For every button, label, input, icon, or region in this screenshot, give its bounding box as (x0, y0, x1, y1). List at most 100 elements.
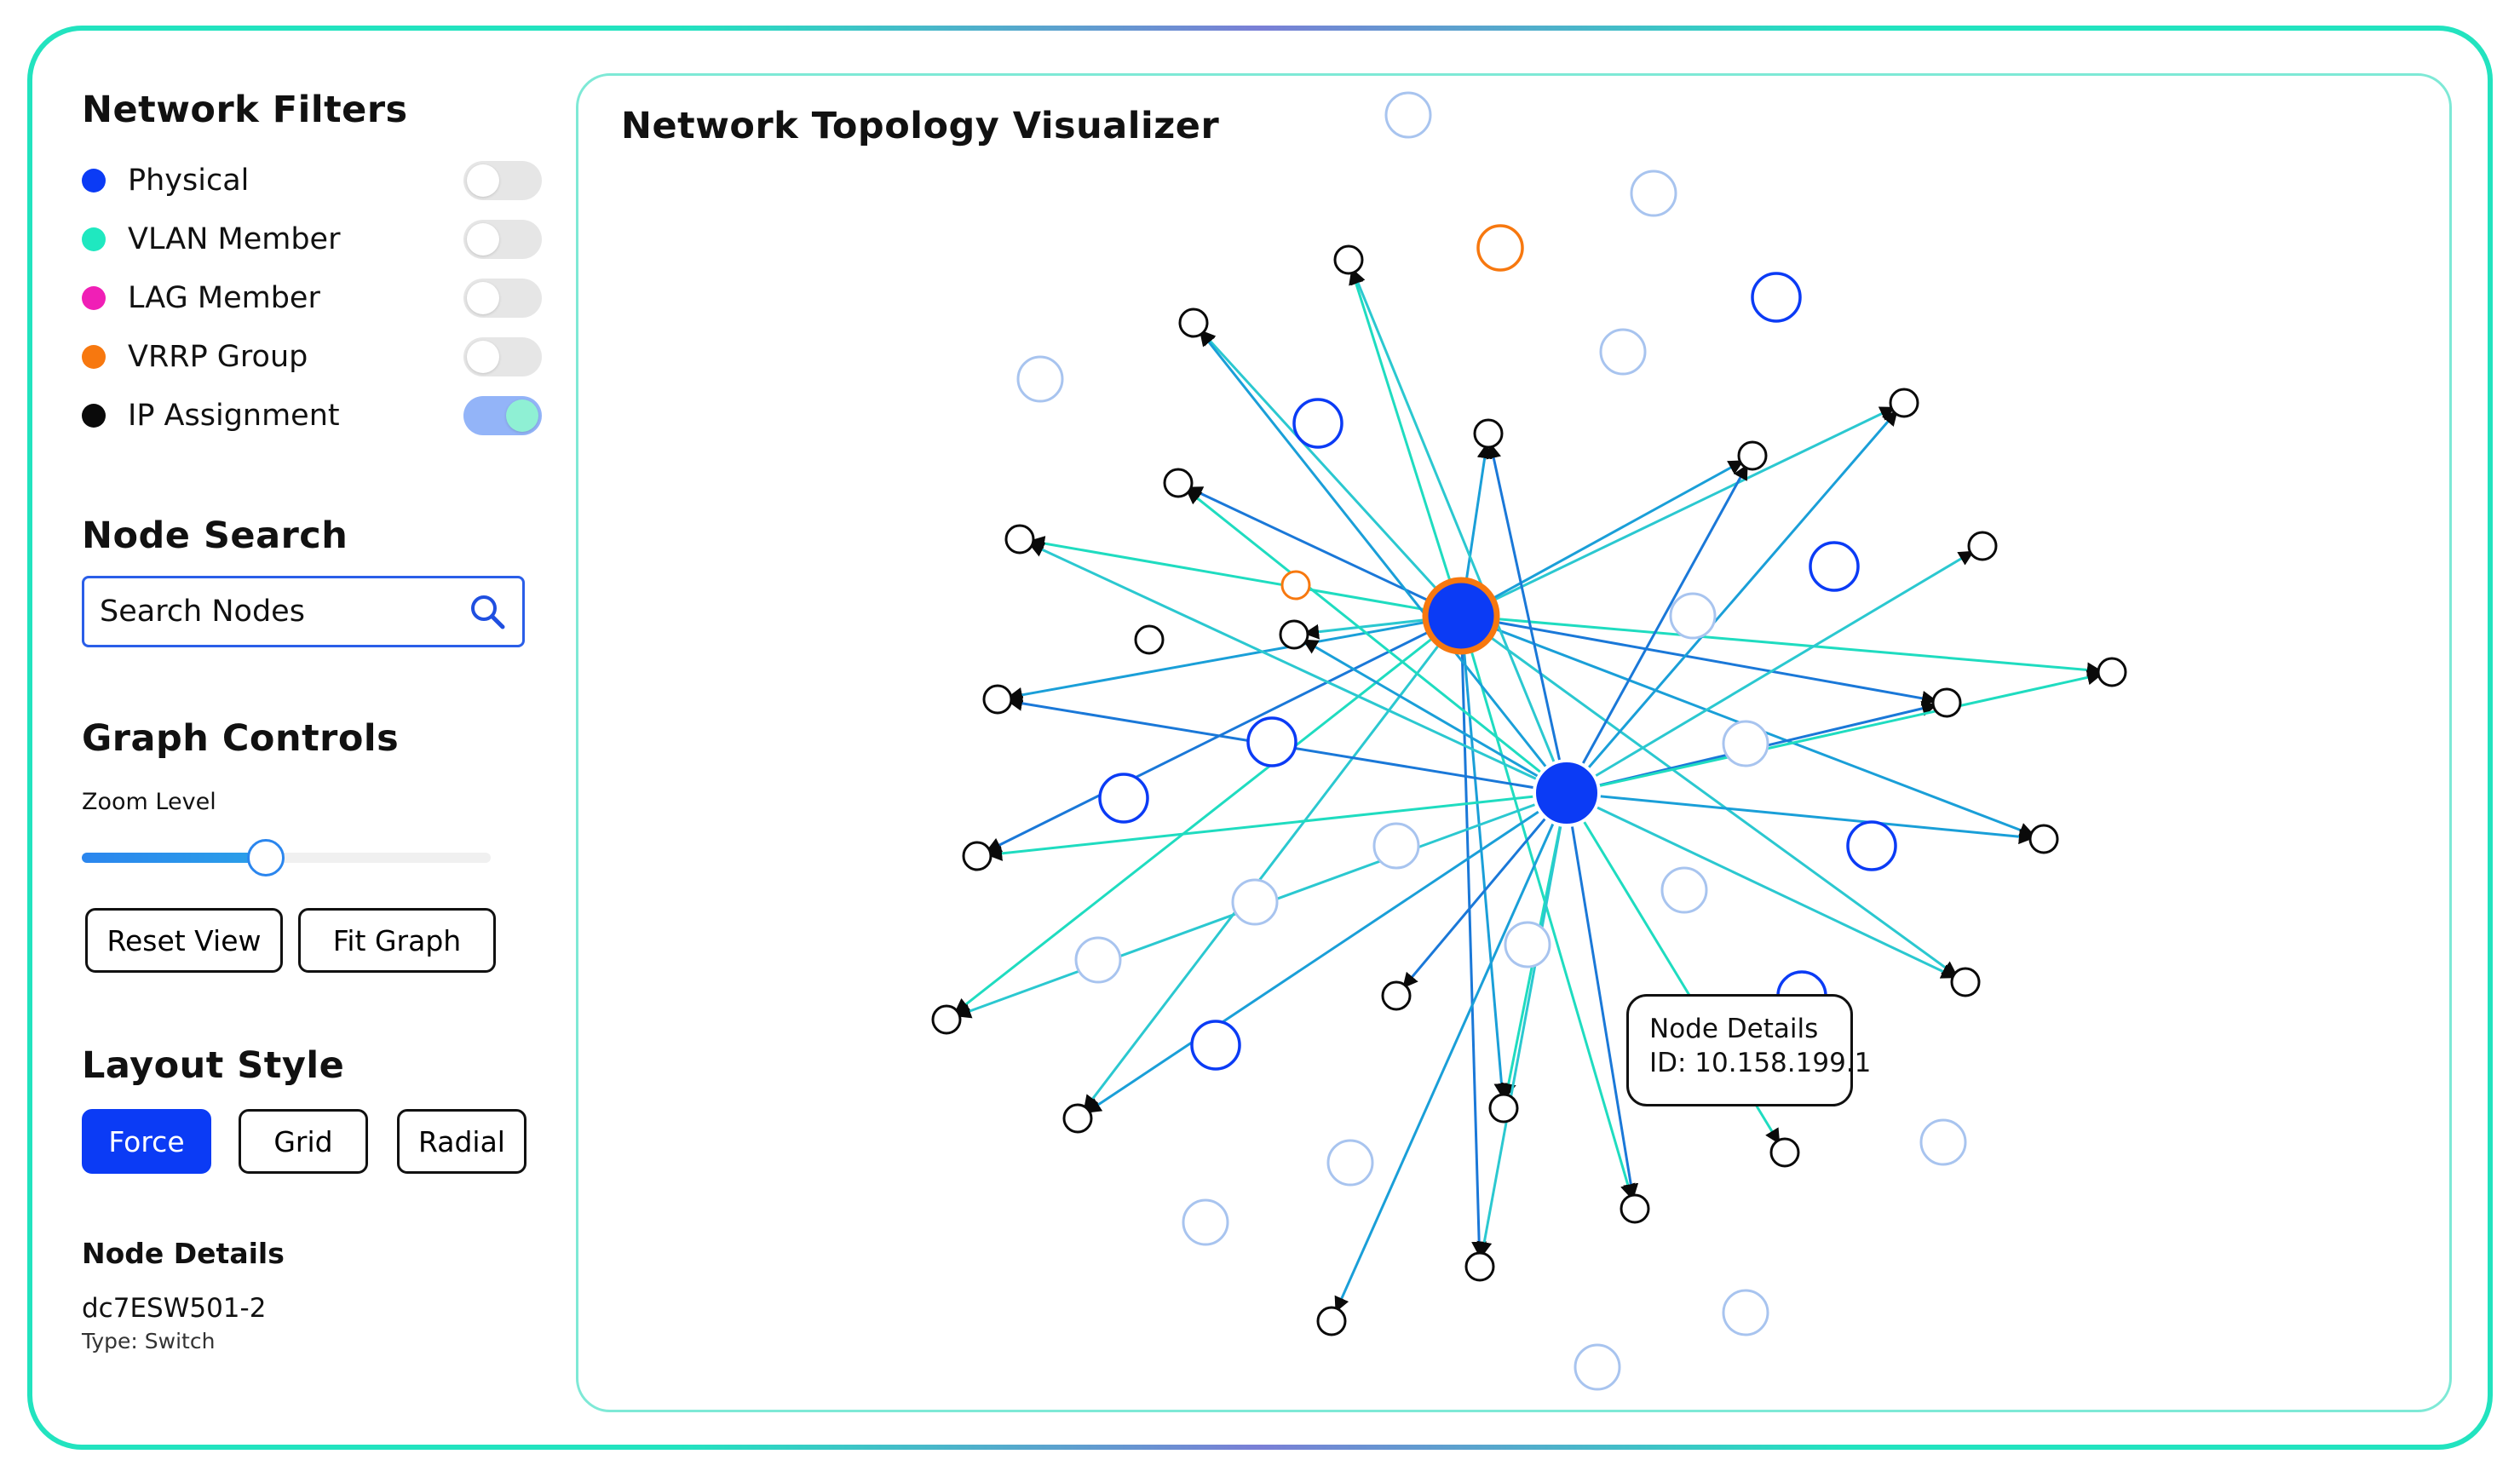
search-box (82, 576, 525, 647)
inactive-node[interactable] (1074, 936, 1122, 984)
hub-node-primary[interactable] (1422, 577, 1500, 655)
zoom-slider-thumb[interactable] (247, 839, 285, 876)
ip-node[interactable] (1473, 418, 1504, 449)
topology-graph[interactable] (578, 76, 2452, 1412)
toggle-knob (506, 399, 538, 432)
inactive-node[interactable] (1919, 1118, 1967, 1166)
inactive-node[interactable] (1384, 91, 1432, 139)
topology-canvas[interactable]: Network Topology Visualizer Node Details… (576, 73, 2452, 1412)
graph-edge (1459, 615, 1510, 1099)
ip-node[interactable] (1889, 388, 1919, 418)
physical-toggle[interactable] (463, 161, 542, 200)
layout-radial-button[interactable]: Radial (397, 1109, 526, 1174)
graph-edge (1566, 670, 2103, 795)
ip-node[interactable] (1163, 468, 1194, 498)
graph-edge (1565, 410, 1898, 794)
node-tooltip: Node Details ID: 10.158.199.1 (1626, 994, 1871, 1106)
ip-node[interactable] (1134, 624, 1165, 655)
search-input[interactable] (100, 595, 468, 629)
physical-node[interactable] (1846, 820, 1897, 871)
ip-node[interactable] (2097, 657, 2127, 687)
ip-node[interactable] (1178, 307, 1209, 338)
ip-node[interactable] (962, 841, 992, 871)
tooltip-title: Node Details (1649, 1014, 1819, 1044)
visualizer-title: Network Topology Visualizer (621, 105, 1220, 147)
inactive-node[interactable] (1182, 1198, 1229, 1246)
inactive-node[interactable] (1016, 355, 1064, 403)
inactive-node[interactable] (1660, 866, 1708, 914)
graph-edge (1566, 791, 2034, 845)
lag-member-toggle[interactable] (463, 279, 542, 318)
hub-node-secondary[interactable] (1533, 759, 1601, 827)
ip-node[interactable] (1333, 244, 1364, 275)
inactive-node[interactable] (1599, 328, 1647, 376)
node-details-type: Type: Switch (82, 1329, 216, 1353)
graph-edge (1460, 614, 2103, 678)
zoom-level-label: Zoom Level (82, 789, 216, 815)
filter-label: VRRP Group (128, 340, 308, 374)
node-layer (931, 91, 2127, 1391)
inactive-node[interactable] (1231, 878, 1279, 926)
ip-node[interactable] (982, 684, 1013, 715)
vrrp-group-toggle[interactable] (463, 337, 542, 376)
fit-graph-button[interactable]: Fit Graph (298, 908, 496, 973)
filter-vlan-member: VLAN Member (82, 214, 542, 265)
ip-node[interactable] (1464, 1251, 1495, 1282)
graph-edge (1476, 792, 1568, 1257)
physical-node[interactable] (1246, 716, 1297, 767)
search-icon[interactable] (468, 592, 507, 631)
physical-node[interactable] (1292, 398, 1343, 449)
zoom-slider[interactable] (82, 836, 491, 879)
graph-edge (987, 791, 1568, 861)
inactive-node[interactable] (1722, 720, 1769, 767)
vrrp-color-dot (82, 345, 106, 369)
ip-node[interactable] (1950, 967, 1981, 997)
filter-ip-assignment: IP Assignment (82, 390, 542, 441)
physical-node[interactable] (1809, 541, 1860, 592)
graph-edge (1566, 791, 1957, 979)
ip-node[interactable] (1931, 687, 1962, 718)
inactive-node[interactable] (1372, 822, 1420, 870)
filter-label: VLAN Member (128, 222, 341, 256)
inactive-node[interactable] (1722, 1289, 1769, 1336)
graph-edge (1486, 442, 1568, 794)
graph-edge (1459, 615, 1487, 1257)
vrrp-node[interactable] (1280, 570, 1311, 601)
graph-edge (986, 614, 1462, 853)
ip-node[interactable] (1316, 1306, 1347, 1336)
graph-edge (953, 614, 1462, 1014)
physical-node[interactable] (1190, 1020, 1241, 1071)
physical-node[interactable] (1098, 773, 1149, 824)
ip-node[interactable] (1488, 1093, 1519, 1124)
vrrp-node[interactable] (1476, 224, 1524, 272)
ip-node[interactable] (1381, 980, 1412, 1011)
ip-node[interactable] (1004, 524, 1035, 555)
ip-node[interactable] (1737, 440, 1768, 471)
ip-assignment-toggle[interactable] (463, 396, 542, 435)
filter-vrrp-group: VRRP Group (82, 331, 542, 382)
inactive-node[interactable] (1504, 921, 1551, 968)
inactive-node[interactable] (1630, 170, 1677, 217)
graph-edge (1460, 614, 1958, 977)
ip-node[interactable] (1279, 619, 1309, 650)
inactive-node[interactable] (1574, 1343, 1621, 1391)
toggle-knob (467, 223, 499, 256)
graph-edge (1402, 792, 1568, 989)
layout-force-button[interactable]: Force (82, 1109, 211, 1174)
inactive-node[interactable] (1326, 1139, 1374, 1187)
inactive-node[interactable] (1669, 592, 1717, 640)
ip-node[interactable] (2028, 824, 2059, 854)
ip-node[interactable] (1062, 1103, 1093, 1134)
reset-view-button[interactable]: Reset View (85, 908, 283, 973)
ip-node[interactable] (1769, 1137, 1800, 1168)
ip-node[interactable] (931, 1004, 962, 1035)
toggle-knob (467, 282, 499, 314)
layout-grid-button[interactable]: Grid (239, 1109, 368, 1174)
ip-node[interactable] (1967, 531, 1998, 561)
ip-node[interactable] (1620, 1193, 1650, 1224)
zoom-slider-fill (82, 853, 267, 863)
graph-edge (1566, 550, 1975, 795)
vlan-member-toggle[interactable] (463, 220, 542, 259)
graph-edge (1028, 543, 1568, 795)
physical-node[interactable] (1751, 272, 1802, 323)
